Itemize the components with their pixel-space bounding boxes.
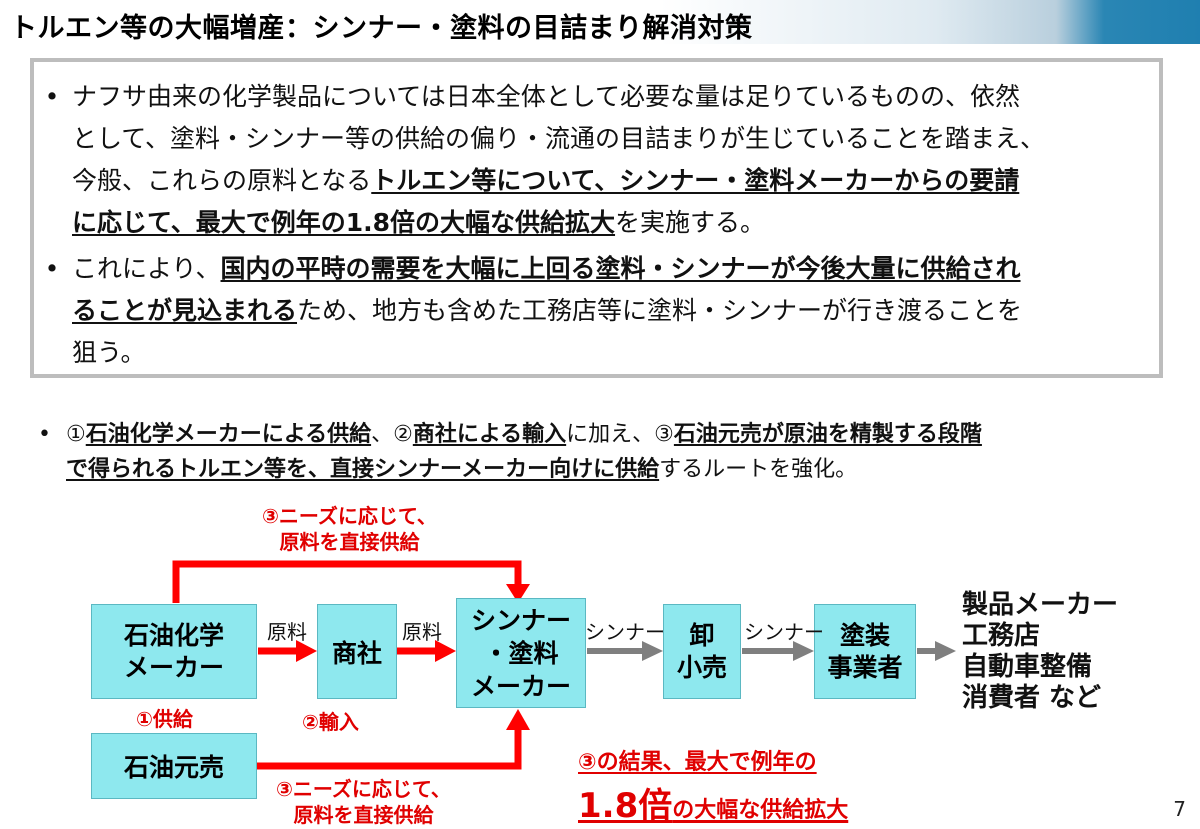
emphasis-text: トルエン等について、シンナー・塗料メーカーからの要請 xyxy=(371,166,1020,195)
emphasis-text: で得られるトルエン等を、直接シンナーメーカー向けに供給 xyxy=(66,457,660,482)
text-line: 狙う。 xyxy=(72,338,146,367)
box-line: 卸 xyxy=(689,620,715,650)
top-direct-arrowhead xyxy=(506,584,530,603)
destination-item: 製品メーカー xyxy=(962,590,1119,620)
painter-box: 塗装事業者 xyxy=(814,604,916,699)
result-line-2: 1.8倍の大幅な供給拡大 xyxy=(578,778,848,827)
box-line: メーカー xyxy=(123,652,224,682)
text-span: ① xyxy=(66,422,86,447)
emphasis-text: 石油化学メーカーによる供給 xyxy=(85,422,372,447)
summary-box: • ナフサ由来の化学製品については日本全体として必要な量は足りているものの、依然… xyxy=(30,58,1163,378)
text-line: 今般、これらの原料となるトルエン等について、シンナー・塗料メーカーからの要請 xyxy=(72,160,1152,202)
text-span: ため、地方も含めた工務店等に塗料・シンナーが行き渡ることを xyxy=(297,296,1023,325)
bottom-direct-arrowhead xyxy=(506,709,530,730)
box-line: 事業者 xyxy=(827,652,903,682)
result-note: ③の結果、最大で例年の 1.8倍の大幅な供給拡大 xyxy=(578,744,848,827)
box-line: 商社 xyxy=(331,638,382,668)
text-line: で得られるトルエン等を、直接シンナーメーカー向けに供給するルートを強化。 xyxy=(66,452,982,487)
text-line: ①石油化学メーカーによる供給、②商社による輸入に加え、③石油元売が原油を精製する… xyxy=(66,417,982,452)
text-span: するルートを強化。 xyxy=(659,457,858,482)
destination-list: 製品メーカー 工務店 自動車整備 消費者 など xyxy=(962,590,1118,714)
text-line: として、塗料・シンナー等の供給の偏り・流通の目詰まりが生じていることを踏まえ、 xyxy=(72,124,1046,153)
label-line: ③ニーズに応じて、 xyxy=(262,504,437,528)
result-multiplier: 1.8倍 xyxy=(578,786,673,826)
text-span: に加え、③ xyxy=(566,422,674,447)
box-line: メーカー xyxy=(470,671,571,701)
thinner-arrowhead-1 xyxy=(642,641,663,661)
box-line: 石油化学 xyxy=(123,620,224,650)
box-line: ・塗料 xyxy=(483,638,559,668)
text-line: ることが見込まれるため、地方も含めた工務店等に塗料・シンナーが行き渡ることを xyxy=(72,290,1152,332)
text-line: に応じて、最大で例年の1.8倍の大幅な供給拡大を実施する。 xyxy=(72,202,1152,244)
top-direct-supply-label: ③ニーズに応じて、 原料を直接供給 xyxy=(262,503,437,555)
raw-material-label-2: 原料 xyxy=(402,620,442,644)
top-direct-arrow xyxy=(172,560,522,603)
box-line: シンナー xyxy=(470,605,571,635)
destination-item: 自動車整備 xyxy=(962,652,1093,682)
emphasis-text: ることが見込まれる xyxy=(72,296,298,325)
emphasis-text: 国内の平時の需要を大幅に上回る塗料・シンナーが今後大量に供給され xyxy=(220,254,1021,283)
wholesale-retail-box: 卸小売 xyxy=(663,604,741,699)
bottom-direct-supply-label: ③ニーズに応じて、 原料を直接供給 xyxy=(276,776,451,828)
destination-item: 工務店 xyxy=(962,621,1041,651)
petrochem-maker-box: 石油化学メーカー xyxy=(91,604,257,699)
page-title: トルエン等の大幅増産：シンナー・塗料の目詰まり解消対策 xyxy=(10,13,753,44)
label-line: 原料を直接供給 xyxy=(279,530,420,554)
supply-arrowhead xyxy=(296,640,317,662)
emphasis-text: 石油元売が原油を精製する段階 xyxy=(673,422,982,447)
emphasis-text: 商社による輸入 xyxy=(412,422,567,447)
import-label: ②輸入 xyxy=(302,710,359,734)
header-band xyxy=(0,0,1200,44)
thinner-label-1: シンナー xyxy=(585,620,665,644)
delivery-arrowhead xyxy=(935,641,956,661)
result-line-1: ③の結果、最大で例年の xyxy=(578,750,817,775)
emphasis-text: に応じて、最大で例年の1.8倍の大幅な供給拡大 xyxy=(72,208,616,237)
text-line: これにより、国内の平時の需要を大幅に上回る塗料・シンナーが今後大量に供給され xyxy=(72,248,1152,290)
label-line: 原料を直接供給 xyxy=(293,803,434,827)
text-span: 今般、これらの原料となる xyxy=(72,166,372,195)
box-line: 塗装 xyxy=(839,620,890,650)
bullet-dot: • xyxy=(44,82,60,111)
box-line: 石油元売 xyxy=(123,753,224,782)
result-tail: の大幅な供給拡大 xyxy=(672,798,849,823)
thinner-arrowhead-2 xyxy=(793,641,814,661)
text-span: 、② xyxy=(371,422,413,447)
label-line: ③ニーズに応じて、 xyxy=(276,777,451,801)
trading-company-box: 商社 xyxy=(317,604,397,699)
thinner-label-2: シンナー xyxy=(744,620,824,644)
text-line: ナフサ由来の化学製品については日本全体として必要な量は足りているものの、依然 xyxy=(72,82,1021,111)
destination-item: 消費者 など xyxy=(962,683,1102,713)
bottom-direct-arrow xyxy=(256,726,522,770)
import-arrowhead xyxy=(435,640,456,662)
text-span: これにより、 xyxy=(72,254,221,283)
bullet-dot: • xyxy=(44,254,60,283)
bullet-dot: • xyxy=(38,422,51,447)
text-span: を実施する。 xyxy=(615,208,766,237)
page-number: 7 xyxy=(1173,797,1186,821)
raw-material-label-1: 原料 xyxy=(267,620,307,644)
box-line: 小売 xyxy=(676,652,727,682)
thinner-paint-maker-box: シンナー・塗料メーカー xyxy=(456,598,586,708)
supply-label: ①供給 xyxy=(136,707,193,731)
oil-refiner-box: 石油元売 xyxy=(91,733,257,799)
